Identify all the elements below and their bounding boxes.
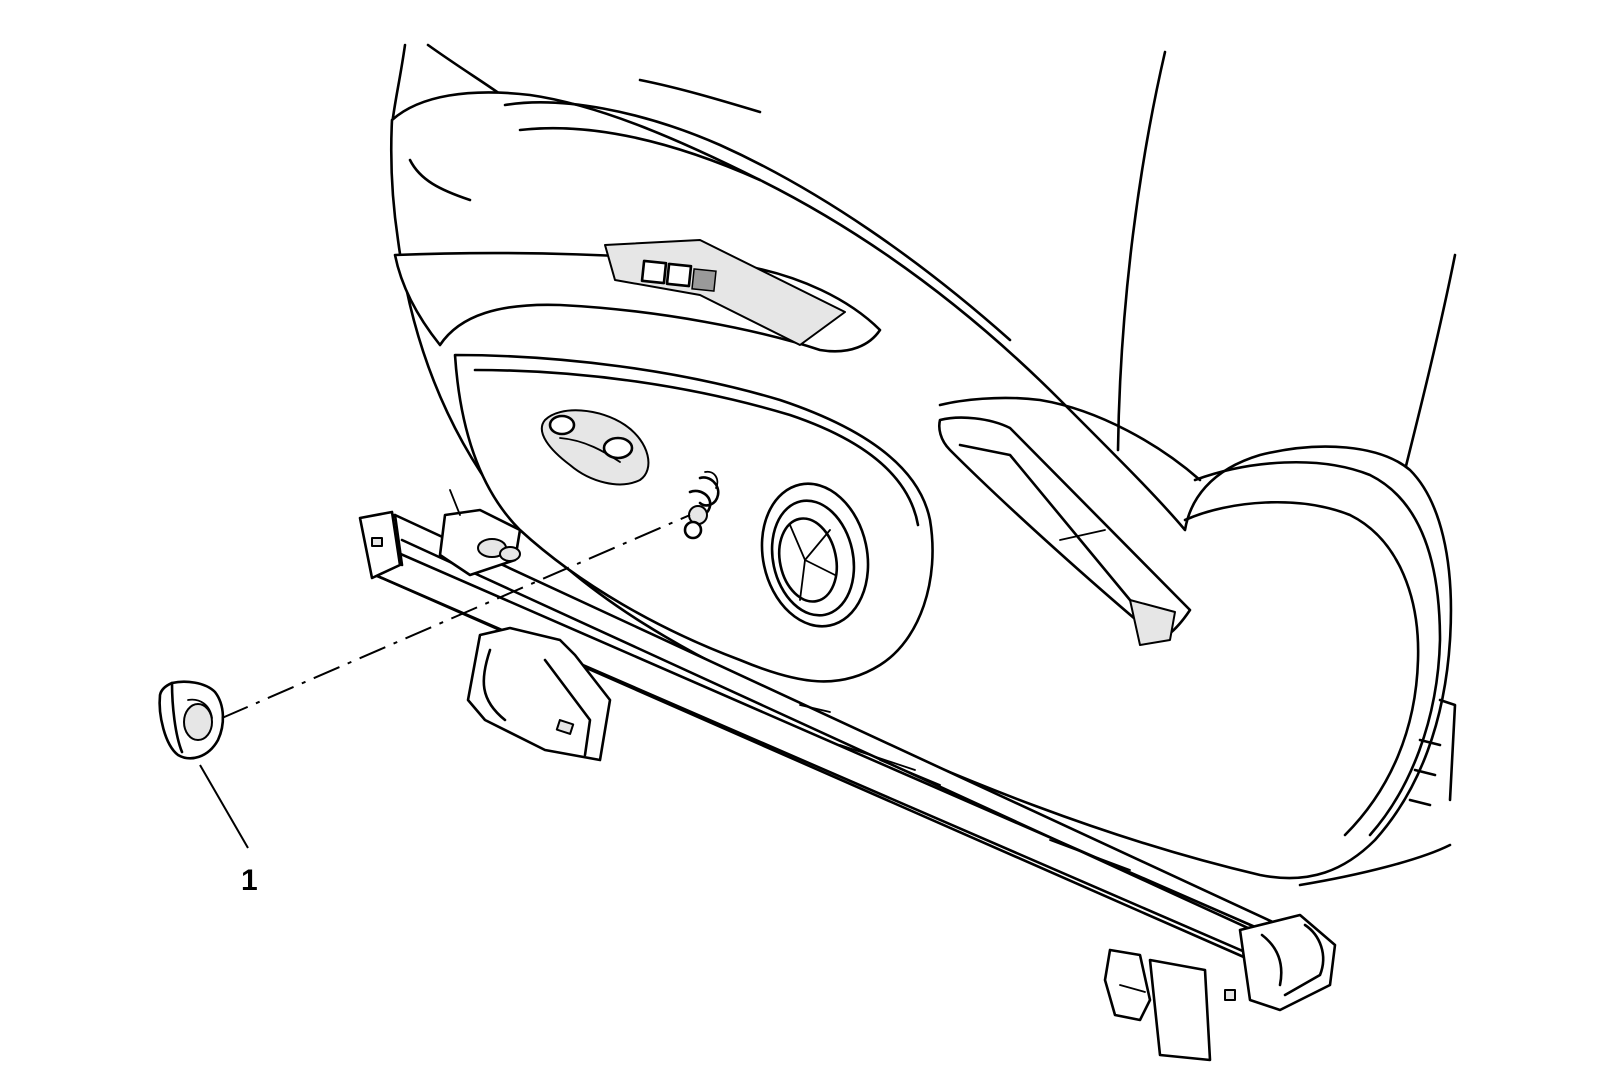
memory-buttons	[640, 259, 717, 292]
cushion-base	[1298, 698, 1457, 887]
mounting-bracket	[466, 626, 612, 762]
recline-switch	[540, 409, 650, 486]
lever-shaft	[683, 470, 720, 540]
upper-trim-strip	[393, 239, 882, 353]
seat-adjuster-track	[358, 489, 1337, 1012]
lumbar-knob-part	[158, 680, 225, 760]
rear-feet	[1103, 948, 1212, 1062]
callout-label-1: 1	[241, 864, 258, 897]
lumbar-control-knob	[760, 482, 870, 628]
side-recess	[938, 416, 1192, 646]
callout-leader	[199, 764, 249, 849]
alignment-line	[221, 514, 691, 719]
control-panel	[453, 353, 934, 683]
